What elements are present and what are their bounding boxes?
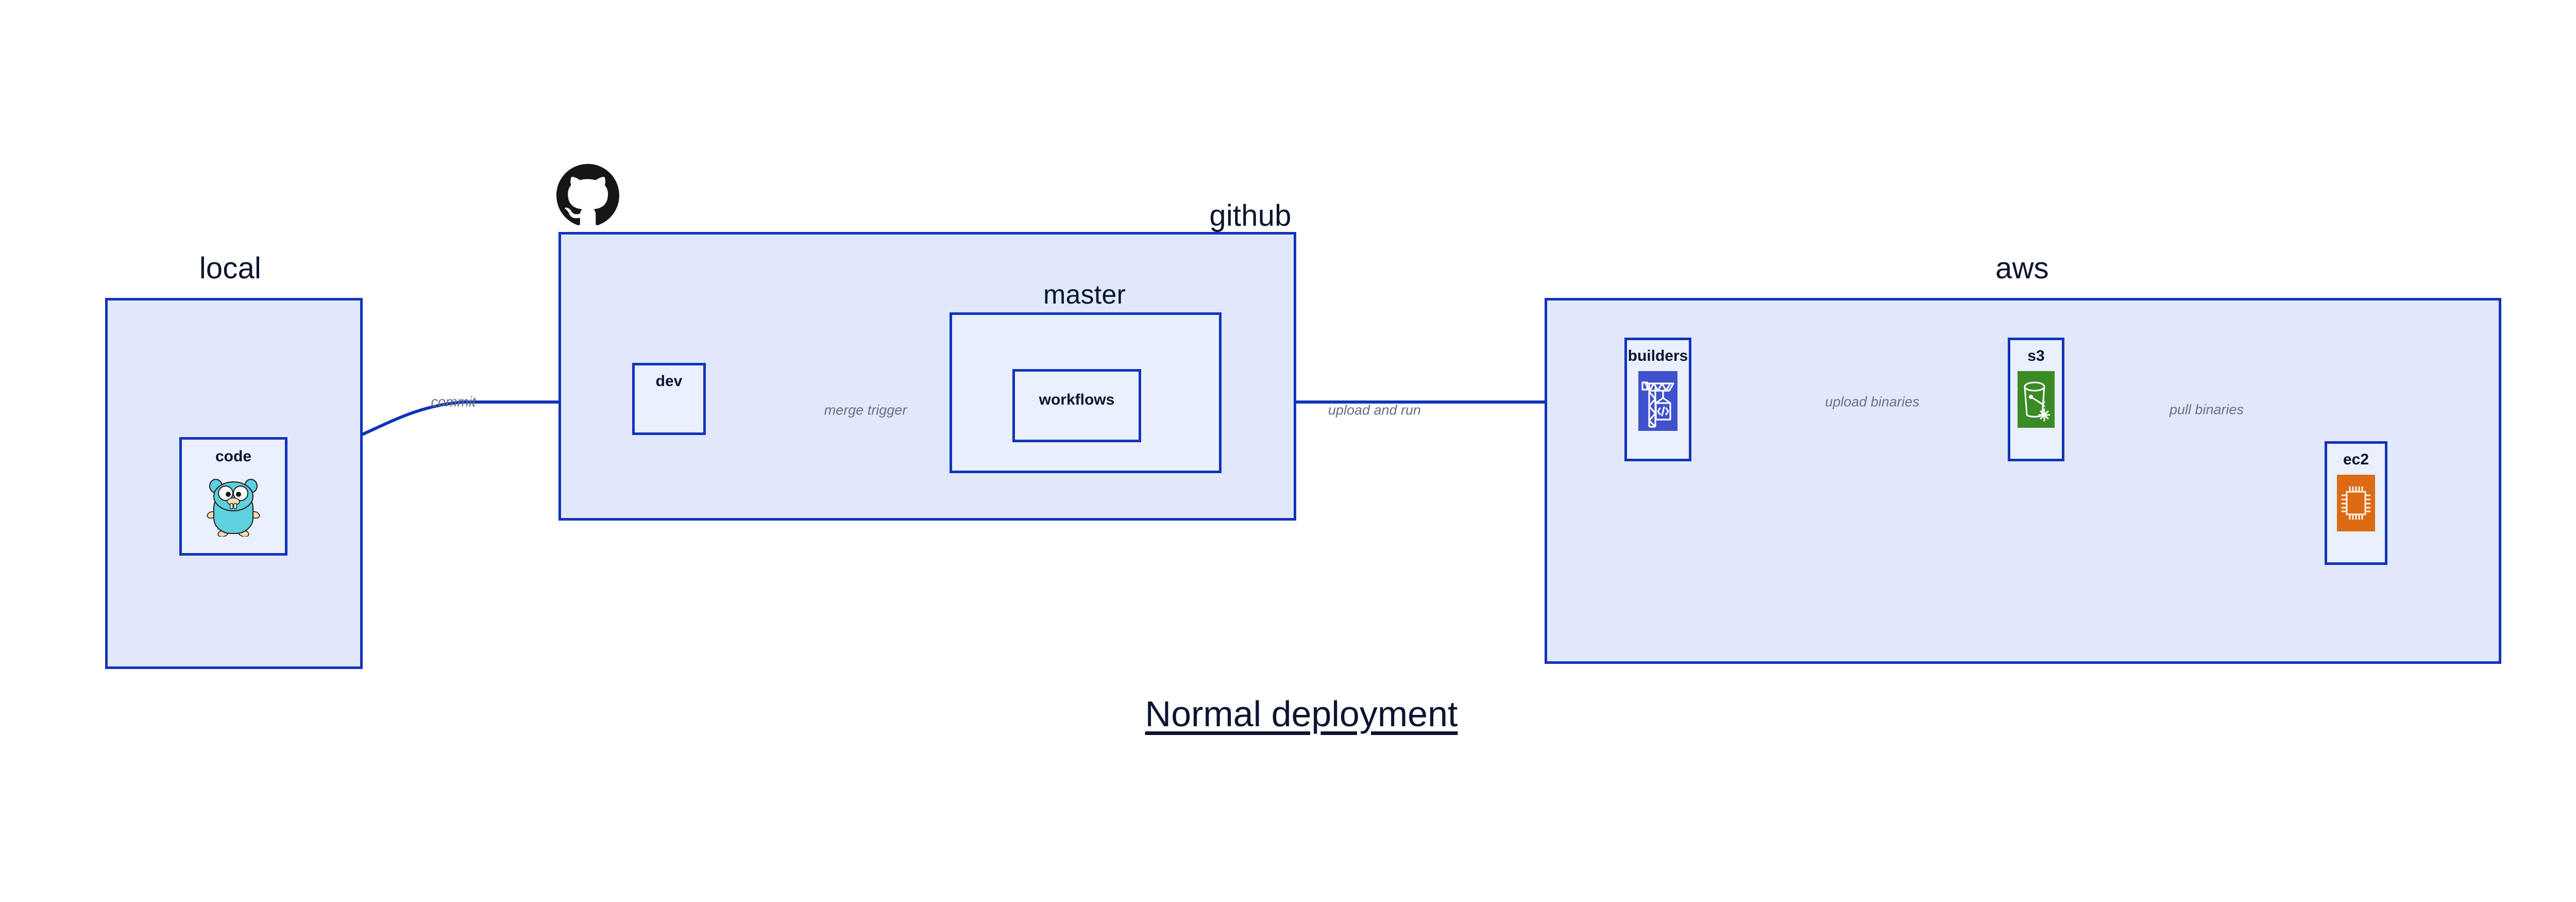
node-builders-label: builders: [1628, 347, 1688, 364]
node-workflows[interactable]: workflows: [1012, 369, 1141, 442]
edge-label-upload-binaries: upload binaries: [1825, 394, 1920, 410]
group-label-local: local: [199, 252, 262, 285]
group-label-github: github: [1209, 199, 1292, 232]
node-ec2-label: ec2: [2343, 451, 2369, 468]
node-code-label: code: [215, 448, 252, 465]
node-s3[interactable]: s3: [2008, 338, 2064, 461]
node-ec2[interactable]: ec2: [2325, 441, 2387, 565]
node-code[interactable]: code: [179, 437, 287, 556]
edge-label-pull-binaries: pull binaries: [2169, 402, 2244, 417]
node-s3-label: s3: [2027, 347, 2045, 364]
github-octocat-logo: [556, 164, 619, 229]
group-label-aws: aws: [1995, 252, 2049, 285]
edge-label-merge-trigger: merge trigger: [824, 402, 907, 418]
page-title: Normal deployment: [1145, 694, 1458, 734]
s3-bucket-icon: [2018, 371, 2055, 430]
edge-label-commit: commit: [431, 394, 476, 410]
node-dev-label: dev: [655, 373, 683, 390]
go-gopher-icon: [207, 473, 260, 539]
node-builders[interactable]: builders: [1624, 338, 1691, 461]
node-workflows-label: workflows: [1039, 391, 1115, 408]
edge-label-upload-and-run: upload and run: [1328, 402, 1421, 418]
subgroup-label-master: master: [1043, 280, 1126, 310]
crane-code-icon: [1638, 371, 1677, 433]
ec2-chip-icon: [2337, 475, 2375, 534]
node-dev[interactable]: dev: [632, 363, 706, 435]
